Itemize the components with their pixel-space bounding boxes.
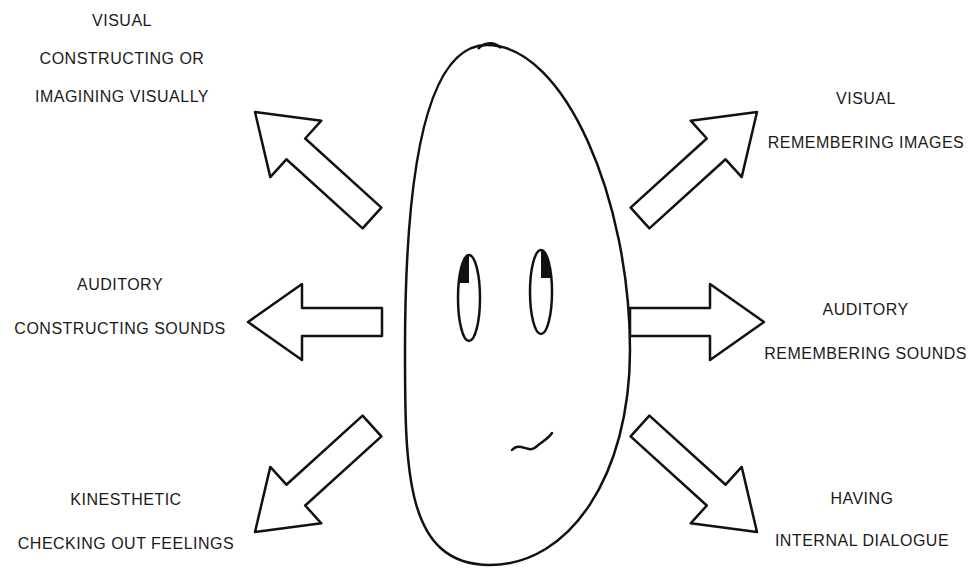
region-label: HAVING INTERNAL DIALOGUE xyxy=(775,478,949,562)
head-mark xyxy=(478,43,501,49)
block-arrow xyxy=(631,416,757,532)
mouth xyxy=(512,433,552,450)
eye xyxy=(456,253,480,341)
block-arrow xyxy=(248,284,382,360)
region-label: VISUAL REMEMBERING IMAGES xyxy=(768,77,965,165)
block-arrow xyxy=(630,284,764,360)
region-label: AUDITORY REMEMBERING SOUNDS xyxy=(764,288,967,376)
region-label: VISUAL CONSTRUCTING OR IMAGINING VISUALL… xyxy=(35,2,209,116)
block-arrow xyxy=(631,112,757,228)
region-label: KINESTHETIC CHECKING OUT FEELINGS xyxy=(18,478,234,566)
block-arrow xyxy=(255,112,381,228)
eye xyxy=(530,248,554,334)
block-arrow xyxy=(255,416,381,532)
region-label: AUDITORY CONSTRUCTING SOUNDS xyxy=(14,263,225,351)
egg-head xyxy=(405,45,630,565)
